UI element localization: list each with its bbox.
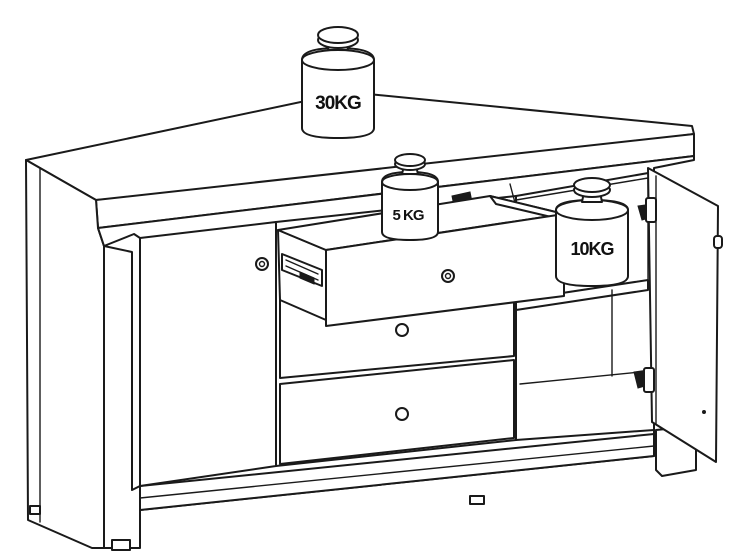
plinth-line xyxy=(139,445,655,499)
weight-10kg-label: 10KG xyxy=(570,239,613,259)
leg-front-middle xyxy=(469,495,485,505)
shelf xyxy=(515,279,649,311)
weight-30kg-label: 30KG xyxy=(315,93,361,114)
knob-center xyxy=(444,272,452,280)
door-pin xyxy=(702,410,706,414)
drawer-slide-icon xyxy=(281,253,323,287)
leg-back-left xyxy=(29,505,41,515)
knob-icon[interactable] xyxy=(713,235,723,249)
weight-30kg: 30KG xyxy=(301,26,375,139)
weight-5kg: 5 KG xyxy=(381,153,439,241)
knob-icon[interactable] xyxy=(441,269,455,283)
weight-5kg-label: 5 KG xyxy=(392,207,423,224)
knob-icon[interactable] xyxy=(395,323,409,337)
knob-center xyxy=(258,260,266,268)
hinge-icon xyxy=(637,197,657,223)
cabinet-left-side xyxy=(25,159,105,549)
knob-icon[interactable] xyxy=(395,407,409,421)
leg-front-left xyxy=(111,539,131,551)
knob-icon[interactable] xyxy=(255,257,269,271)
left-door-bevel xyxy=(103,233,141,491)
hinge-icon xyxy=(633,367,655,393)
right-door[interactable] xyxy=(647,167,719,463)
compartment-floor-line xyxy=(519,371,641,385)
weight-10kg: 10KG xyxy=(555,177,629,287)
